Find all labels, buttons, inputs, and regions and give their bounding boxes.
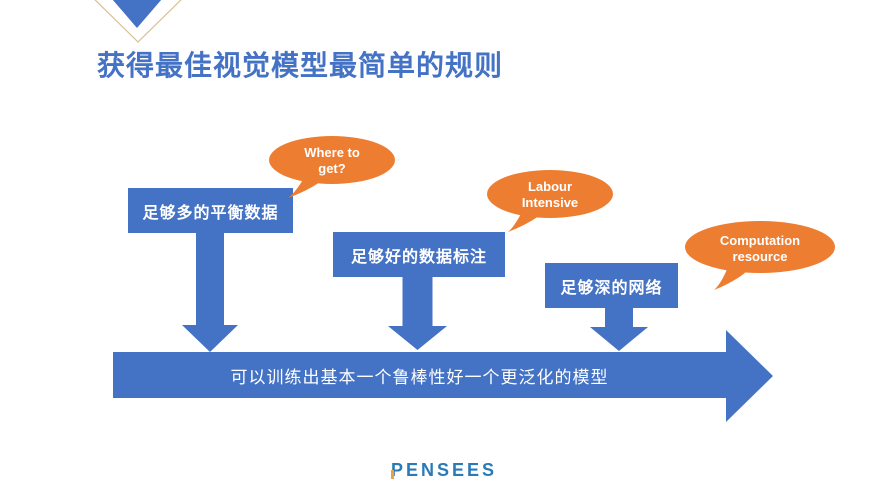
footer: PENSEES [0,460,888,481]
page-title: 获得最佳视觉模型最简单的规则 [97,50,504,81]
callout-labour-intensive: Labour Intensive [486,170,614,234]
down-arrow-icon [388,276,447,350]
pensees-logo: PENSEES [390,460,498,481]
callout-text: Labour Intensive [486,170,614,211]
callout-line-2: get? [318,161,346,176]
blue-triangle-icon [112,0,162,28]
callout-text: Where to get? [268,136,396,177]
main-arrow-text: 可以训练出基本一个鲁棒性好一个更泛化的模型 [230,367,609,387]
logo-orange-accent-icon [390,470,394,479]
speech-bubble-icon [685,221,835,290]
box-deep-network-label: 足够深的网络 [560,279,663,297]
box-balanced-data-label: 足够多的平衡数据 [142,204,279,222]
corner-triangle-decoration [94,0,182,43]
main-result-arrow-label: 可以训练出基本一个鲁棒性好一个更泛化的模型 [113,352,726,398]
callout-where-to-get: Where to get? [268,136,396,200]
box-balanced-data: 足够多的平衡数据 [128,188,293,233]
callout-line-2: resource [732,249,788,264]
down-arrow-icon [590,307,648,351]
speech-bubble-icon [269,136,395,198]
main-result-arrow [113,330,773,422]
box-data-annotation: 足够好的数据标注 [333,232,505,277]
pensees-logo-text: PENSEES [390,460,498,480]
box-data-annotation-label: 足够好的数据标注 [350,248,487,266]
gold-outline-triangle-icon [94,0,182,43]
callout-line-1: Labour [527,179,573,194]
speech-bubble-icon [487,170,613,232]
callout-text: Computation resource [684,221,836,265]
box-deep-network: 足够深的网络 [545,263,678,308]
callout-line-1: Computation [719,233,801,248]
callout-line-2: Intensive [521,195,579,210]
callout-computation-resource: Computation resource [684,221,836,295]
callout-line-1: Where to [304,145,360,160]
down-arrow-icon [182,232,238,352]
